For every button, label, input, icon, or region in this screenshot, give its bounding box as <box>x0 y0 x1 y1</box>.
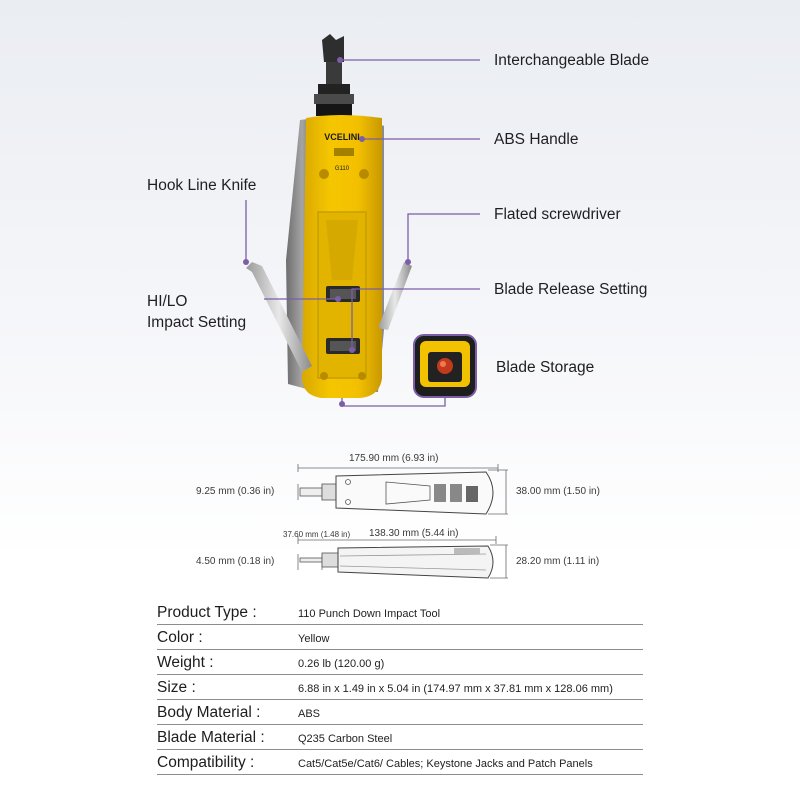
spec-label: Blade Material : <box>157 729 265 746</box>
leader-lines <box>245 59 480 407</box>
dim-top-height: 38.00 mm (1.50 in) <box>516 486 600 497</box>
blade-release-switch <box>326 338 360 354</box>
dim-side-tip: 4.50 mm (0.18 in) <box>196 556 275 567</box>
spec-label: Compatibility : <box>157 754 255 771</box>
spec-label: Product Type : <box>157 604 257 621</box>
side-view-drawing <box>299 545 494 579</box>
spec-value: 6.88 in x 1.49 in x 5.04 in (174.97 mm x… <box>298 683 613 695</box>
dim-side-body: 138.30 mm (5.44 in) <box>369 528 459 539</box>
spec-label: Weight : <box>157 654 214 671</box>
leader-dots <box>243 57 411 407</box>
label-impact-line2: Impact Setting <box>147 314 247 331</box>
brand-marking: VCELINI <box>324 132 360 142</box>
spec-value: Q235 Carbon Steel <box>298 733 393 745</box>
label-flated-screwdriver: Flated screwdriver <box>494 206 621 223</box>
spec-row-blade-material: Blade Material : Q235 Carbon Steel <box>157 725 643 750</box>
label-interchangeable-blade: Interchangeable Blade <box>494 52 650 69</box>
product-illustration: VCELINI G110 <box>243 34 508 579</box>
label-blade-storage: Blade Storage <box>496 359 595 376</box>
model-marking: G110 <box>335 166 350 172</box>
interchangeable-blade <box>314 34 354 116</box>
spec-row-product-type: Product Type : 110 Punch Down Impact Too… <box>157 600 643 625</box>
spec-row-compatibility: Compatibility : Cat5/Cat5e/Cat6/ Cables;… <box>157 750 643 775</box>
label-impact-line1: HI/LO <box>147 293 188 310</box>
dim-side-blade: 37.60 mm (1.48 in) <box>283 530 351 539</box>
spec-row-body-material: Body Material : ABS <box>157 700 643 725</box>
spec-value: 0.26 lb (120.00 g) <box>298 658 385 670</box>
abs-handle <box>302 115 382 398</box>
dim-top-length: 175.90 mm (6.93 in) <box>349 453 439 464</box>
label-blade-release: Blade Release Setting <box>494 281 648 298</box>
spec-value: Yellow <box>298 633 330 645</box>
label-hook-line-knife: Hook Line Knife <box>147 177 257 194</box>
flated-screwdriver <box>378 262 412 330</box>
hook-line-knife <box>246 262 312 372</box>
spec-value: ABS <box>298 708 321 720</box>
dim-side-height: 28.20 mm (1.11 in) <box>516 556 600 567</box>
spec-label: Color : <box>157 629 203 646</box>
spec-table: Product Type : 110 Punch Down Impact Too… <box>157 600 643 775</box>
blade-storage-inset <box>413 334 477 398</box>
spec-label: Body Material : <box>157 704 261 721</box>
spec-row-weight: Weight : 0.26 lb (120.00 g) <box>157 650 643 675</box>
spec-value: Cat5/Cat5e/Cat6/ Cables; Keystone Jacks … <box>298 758 593 770</box>
spec-value: 110 Punch Down Impact Tool <box>298 608 441 620</box>
spec-row-size: Size : 6.88 in x 1.49 in x 5.04 in (174.… <box>157 675 643 700</box>
spec-label: Size : <box>157 679 196 696</box>
spec-row-color: Color : Yellow <box>157 625 643 650</box>
top-view-drawing <box>299 471 494 515</box>
dim-top-tip: 9.25 mm (0.36 in) <box>196 486 275 497</box>
label-abs-handle: ABS Handle <box>494 131 579 148</box>
